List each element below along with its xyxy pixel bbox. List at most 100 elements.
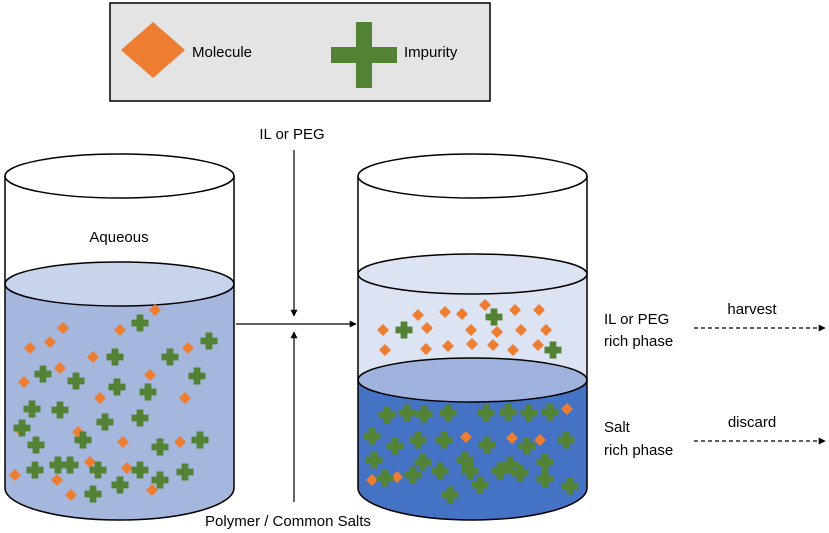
output-arrows: harvest discard [694,301,826,445]
bottom-input-label: Polymer / Common Salts [205,513,371,530]
aqueous-label: Aqueous [89,229,148,246]
impurity-particle [13,419,31,437]
impurity-particle [96,413,114,431]
impurity-particle [27,436,45,454]
molecule-particle [87,351,99,363]
molecule-particle [182,342,194,354]
impurity-particle [151,471,169,489]
left-vessel: Aqueous [4,153,235,521]
impurity-particle [200,332,218,350]
impurity-particle [414,453,432,471]
impurity-particle [398,404,416,422]
molecule-particle [94,392,106,404]
impurity-particle [544,341,562,359]
impurity-particle [151,438,169,456]
impurity-particle [139,383,157,401]
molecule-particle [366,474,378,486]
molecule-particle [121,462,133,474]
molecule-particle [391,471,403,483]
impurity-particle [161,348,179,366]
molecule-particle [44,336,56,348]
impurity-particle [363,427,381,445]
left-vessel-liquid [5,284,234,520]
impurity-particle [501,456,519,474]
impurity-particle [485,308,503,326]
left-vessel-rim [4,153,235,199]
molecule-particle [146,484,158,496]
impurity-particle [541,403,559,421]
molecule-particle [456,308,468,320]
impurity-particle [520,404,538,422]
impurity-particle [471,476,489,494]
molecule-particle [421,322,433,334]
impurity-particle [51,401,69,419]
molecule-particle [532,339,544,351]
impurity-particle [511,464,529,482]
phase-interface [357,357,588,403]
impurity-particle [376,469,394,487]
molecule-particle [491,326,503,338]
phase-labels: IL or PEG rich phase Salt rich phase [604,311,673,459]
legend-molecule-label: Molecule [192,44,252,61]
impurity-particle [478,436,496,454]
impurity-particle [441,486,459,504]
molecule-particle [515,324,527,336]
impurity-particle [176,463,194,481]
molecule-particle [149,304,161,316]
bottom-phase-particles [363,403,579,504]
impurity-particle [106,348,124,366]
impurity-particle [67,372,85,390]
molecule-particle [379,344,391,356]
right-vessel-rim [357,153,588,199]
molecule-particle [561,403,573,415]
impurity-particle [23,400,41,418]
top-phase-label-line2: rich phase [604,333,673,350]
molecule-particle [84,456,96,468]
molecule-particle [439,306,451,318]
top-phase-label-line1: IL or PEG [604,311,669,328]
discard-label: discard [728,414,776,431]
impurity-particle [557,431,575,449]
impurity-particle [415,405,433,423]
molecule-particle [179,392,191,404]
left-vessel-particles [9,304,218,503]
impurity-particle [378,406,396,424]
molecule-particle [117,436,129,448]
right-vessel [357,153,588,521]
impurity-particle [404,466,422,484]
impurity-particle [111,476,129,494]
top-phase-surface [357,253,588,295]
molecule-particle [377,324,389,336]
molecule-particle [487,339,499,351]
impurity-particle [49,456,67,474]
impurity-particle [461,462,479,480]
impurity-particle [477,404,495,422]
impurity-particle [431,462,449,480]
top-input-label: IL or PEG [259,126,324,143]
legend-impurity-label: Impurity [404,44,458,61]
impurity-particle [74,431,92,449]
molecule-particle [174,436,186,448]
impurity-particle [188,367,206,385]
impurity-particle [61,456,79,474]
impurity-particle [536,453,554,471]
bottom-phase-label-line1: Salt [604,419,631,436]
left-vessel-liquid-surface [4,261,235,307]
legend: Molecule Impurity [109,2,491,102]
impurity-particle [365,451,383,469]
impurity-particle [561,477,579,495]
bottom-phase-label-line2: rich phase [604,442,673,459]
impurity-particle [435,431,453,449]
top-phase-particles [377,299,562,359]
impurity-particle [191,431,209,449]
impurity-legend-icon [331,22,397,88]
molecule-particle [506,432,518,444]
molecule-particle [57,322,69,334]
impurity-particle [491,462,509,480]
impurity-particle [395,321,413,339]
molecule-particle [533,304,545,316]
molecule-particle [24,342,36,354]
molecule-particle [540,324,552,336]
